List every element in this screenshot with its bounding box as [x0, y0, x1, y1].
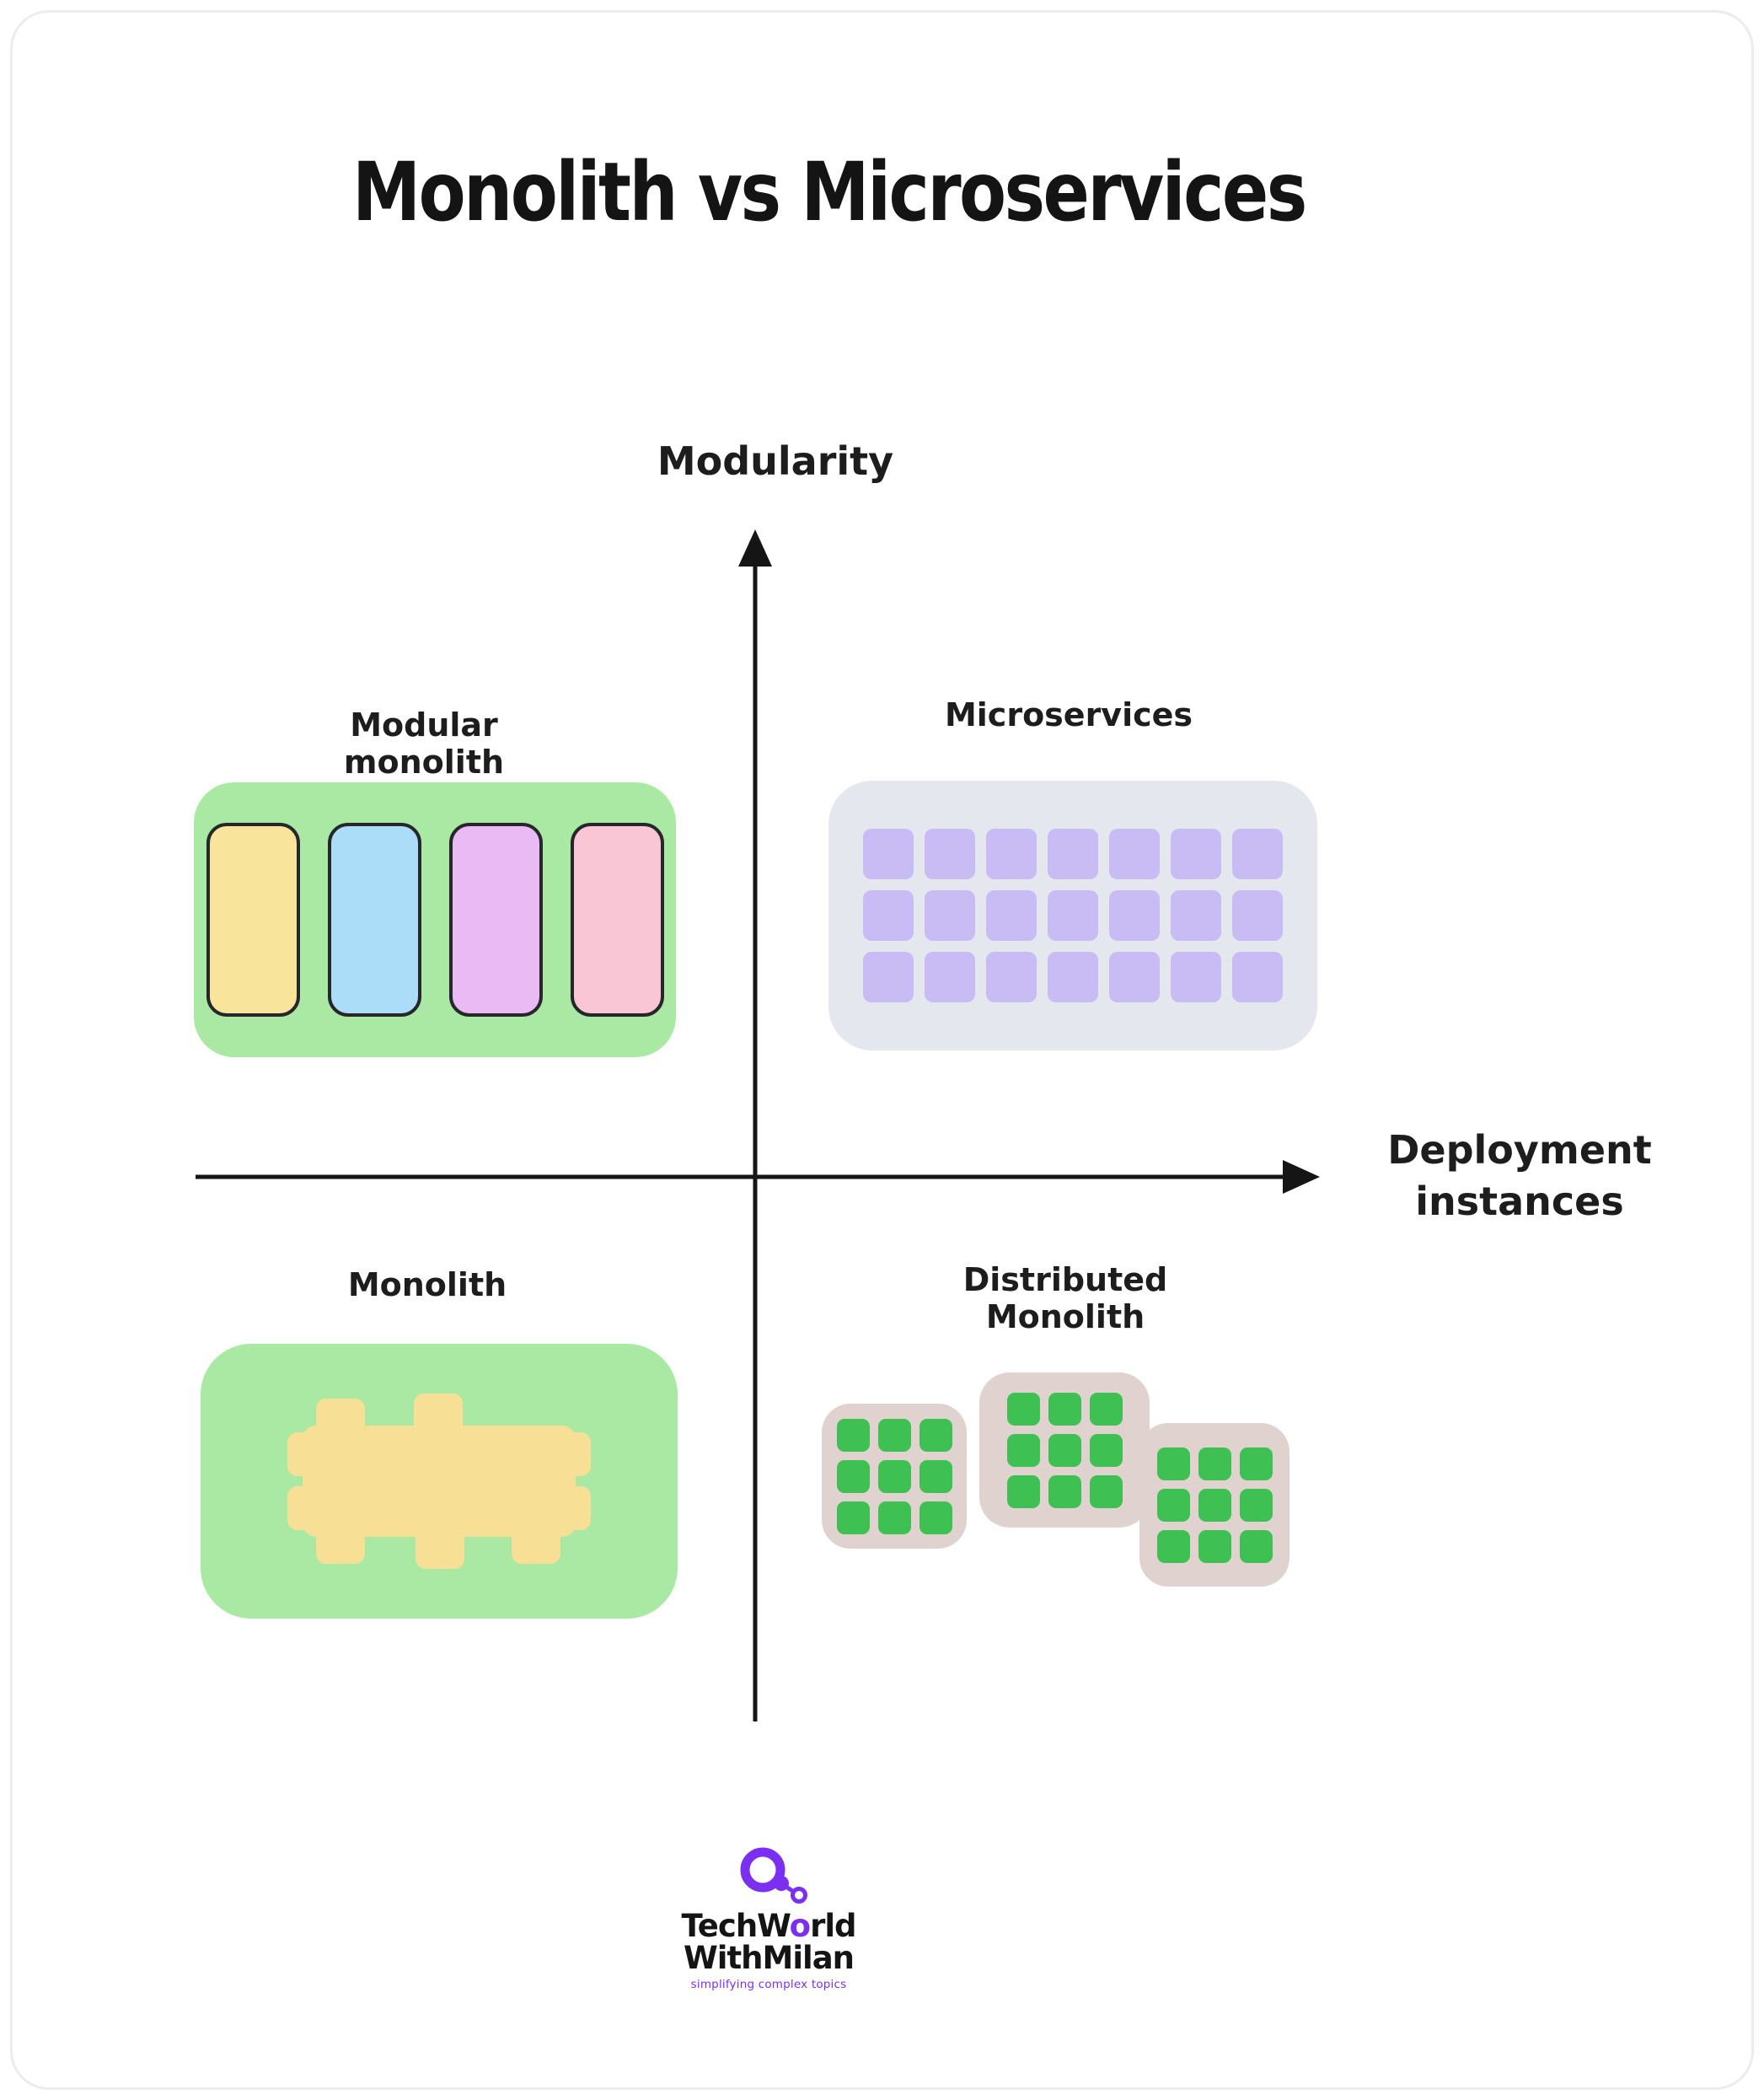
- grid-cell: [986, 890, 1037, 941]
- grid-cell: [1109, 952, 1160, 1002]
- grid-cell: [1006, 1474, 1040, 1508]
- distributed-cluster-grid: [1156, 1447, 1273, 1563]
- grid-cell: [1232, 952, 1283, 1002]
- label-distributed-monolith: Distributed Monolith: [962, 1261, 1168, 1335]
- brand-logo: TechWorld WithMilan simplifying complex …: [679, 1843, 858, 1991]
- grid-cell: [863, 890, 914, 941]
- grid-cell: [1048, 1392, 1081, 1426]
- grid-cell: [1198, 1529, 1231, 1563]
- grid-cell: [1109, 829, 1160, 879]
- grid-cell: [1048, 829, 1098, 879]
- grid-cell: [836, 1418, 870, 1452]
- grid-cell: [1156, 1529, 1190, 1563]
- grid-cell: [1048, 1433, 1081, 1467]
- grid-cell: [1156, 1488, 1190, 1522]
- grid-cell: [1006, 1433, 1040, 1467]
- grid-cell: [1232, 890, 1283, 941]
- grid-cell: [919, 1459, 952, 1493]
- grid-cell: [863, 829, 914, 879]
- grid-cell: [919, 1418, 952, 1452]
- logo-text-pre: TechW: [681, 1908, 790, 1944]
- grid-cell: [1239, 1529, 1273, 1563]
- grid-cell: [1006, 1392, 1040, 1426]
- distributed-monolith-cluster-3: [1139, 1423, 1289, 1587]
- logo-wordmark-line2: WithMilan: [683, 1940, 855, 1977]
- grid-cell: [1171, 829, 1221, 879]
- grid-cell: [836, 1459, 870, 1493]
- distributed-cluster-grid: [836, 1418, 952, 1534]
- label-monolith: Monolith: [347, 1266, 507, 1303]
- grid-cell: [1198, 1447, 1231, 1480]
- grid-cell: [1089, 1392, 1123, 1426]
- grid-cell: [1171, 890, 1221, 941]
- grid-cell: [925, 952, 975, 1002]
- monolith-shape: [287, 1394, 591, 1569]
- x-axis-label-line1: Deployment: [1387, 1127, 1652, 1173]
- module-slice: [206, 823, 300, 1017]
- grid-cell: [925, 829, 975, 879]
- microservices-grid: [863, 829, 1283, 1002]
- grid-cell: [925, 890, 975, 941]
- distributed-cluster-grid: [1006, 1392, 1123, 1508]
- grid-cell: [1156, 1447, 1190, 1480]
- grid-cell: [877, 1501, 911, 1534]
- grid-cell: [1089, 1474, 1123, 1508]
- logo-tagline: simplifying complex topics: [690, 1977, 847, 1991]
- monolith-block: [201, 1344, 678, 1619]
- y-axis-arrowhead: [738, 529, 772, 567]
- distributed-monolith-cluster-2: [979, 1372, 1150, 1528]
- molecule-icon: [740, 1847, 807, 1904]
- label-microservices: Microservices: [944, 696, 1193, 733]
- grid-cell: [1198, 1488, 1231, 1522]
- grid-cell: [986, 829, 1037, 879]
- grid-cell: [1109, 890, 1160, 941]
- grid-cell: [836, 1501, 870, 1534]
- logo-o-glyph: o: [789, 1908, 811, 1944]
- logo-wordmark-line1: TechWorld: [679, 1908, 858, 1944]
- grid-cell: [986, 952, 1037, 1002]
- grid-cell: [1048, 952, 1098, 1002]
- grid-cell: [1048, 890, 1098, 941]
- microservices-block: [828, 781, 1317, 1050]
- grid-cell: [1232, 829, 1283, 879]
- x-axis-arrowhead: [1283, 1160, 1320, 1194]
- grid-cell: [1089, 1433, 1123, 1467]
- logo-text-post: rld: [810, 1908, 856, 1944]
- grid-cell: [1239, 1447, 1273, 1480]
- grid-cell: [1239, 1488, 1273, 1522]
- grid-cell: [1048, 1474, 1081, 1508]
- x-axis-label: Deployment instances: [1372, 1125, 1667, 1227]
- modular-monolith-block: [194, 782, 676, 1057]
- x-axis-label-line2: instances: [1415, 1178, 1624, 1224]
- module-slice: [327, 823, 421, 1017]
- grid-cell: [1171, 952, 1221, 1002]
- distributed-monolith-cluster-1: [822, 1404, 967, 1549]
- y-axis-label: Modularity: [657, 438, 894, 484]
- grid-cell: [863, 952, 914, 1002]
- module-slice: [448, 823, 543, 1017]
- module-slice: [570, 823, 664, 1017]
- grid-cell: [877, 1459, 911, 1493]
- page-title: Monolith vs Microservices: [352, 145, 1307, 239]
- grid-cell: [877, 1418, 911, 1452]
- grid-cell: [919, 1501, 952, 1534]
- label-modular-monolith: Modular monolith: [343, 706, 505, 781]
